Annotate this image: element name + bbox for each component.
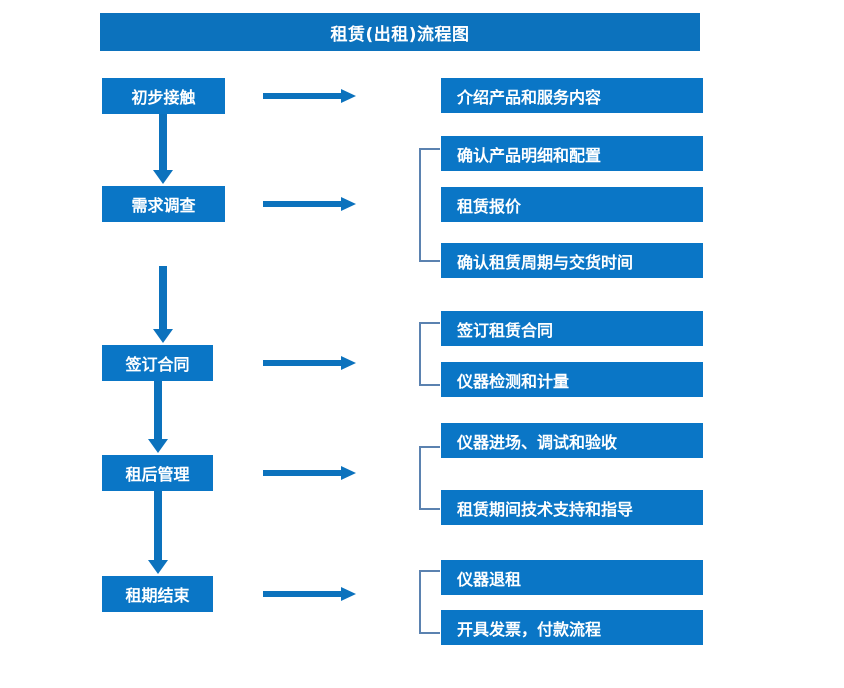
task-node-10-label: 开具发票，付款流程 [457,619,602,639]
flow-arrow-down-2 [151,266,175,345]
task-node-2-label: 确认产品明细和配置 [457,145,602,165]
page-title: 租赁(出租)流程图 [100,13,700,51]
task-node-2[interactable]: 确认产品明细和配置 [441,136,703,171]
flow-arrow-right-1 [263,88,357,104]
flow-arrow-right-5 [263,586,357,602]
stage-node-1[interactable]: 初步接触 [102,78,225,114]
flow-arrow-right-3 [263,355,357,371]
group-bracket-stage-5 [418,570,442,634]
stage-node-4-label: 租后管理 [125,465,190,484]
stage-node-3[interactable]: 签订合同 [102,345,213,381]
stage-node-5[interactable]: 租期结束 [102,576,213,612]
stage-node-4[interactable]: 租后管理 [102,455,213,491]
task-node-9-label: 仪器退租 [457,569,522,589]
flow-arrow-down-4 [146,491,170,576]
task-node-4[interactable]: 确认租赁周期与交货时间 [441,243,703,278]
task-node-3-label: 租赁报价 [457,196,522,216]
task-node-7-label: 仪器进场、调试和验收 [457,432,618,452]
stage-node-2[interactable]: 需求调查 [102,186,225,222]
task-node-9[interactable]: 仪器退租 [441,560,703,595]
stage-node-3-label: 签订合同 [125,355,190,374]
stage-node-2-label: 需求调查 [131,196,196,215]
flow-arrow-right-4 [263,465,357,481]
task-node-6[interactable]: 仪器检测和计量 [441,362,703,397]
task-node-1[interactable]: 介绍产品和服务内容 [441,78,703,113]
task-node-5[interactable]: 签订租赁合同 [441,311,703,346]
task-node-7[interactable]: 仪器进场、调试和验收 [441,423,703,458]
stage-node-1-label: 初步接触 [131,88,196,107]
group-bracket-stage-3 [418,322,442,386]
flow-arrow-right-2 [263,196,357,212]
task-node-8-label: 租赁期间技术支持和指导 [457,499,634,519]
task-node-4-label: 确认租赁周期与交货时间 [457,252,634,272]
task-node-3[interactable]: 租赁报价 [441,187,703,222]
task-node-10[interactable]: 开具发票，付款流程 [441,610,703,645]
task-node-5-label: 签订租赁合同 [457,320,554,340]
flow-arrow-down-1 [151,114,175,186]
task-node-6-label: 仪器检测和计量 [457,371,570,391]
task-node-1-label: 介绍产品和服务内容 [457,87,602,107]
task-node-8[interactable]: 租赁期间技术支持和指导 [441,490,703,525]
group-bracket-stage-4 [418,446,442,510]
flow-arrow-down-3 [146,381,170,455]
group-bracket-stage-2 [418,148,442,262]
stage-node-5-label: 租期结束 [125,586,190,605]
